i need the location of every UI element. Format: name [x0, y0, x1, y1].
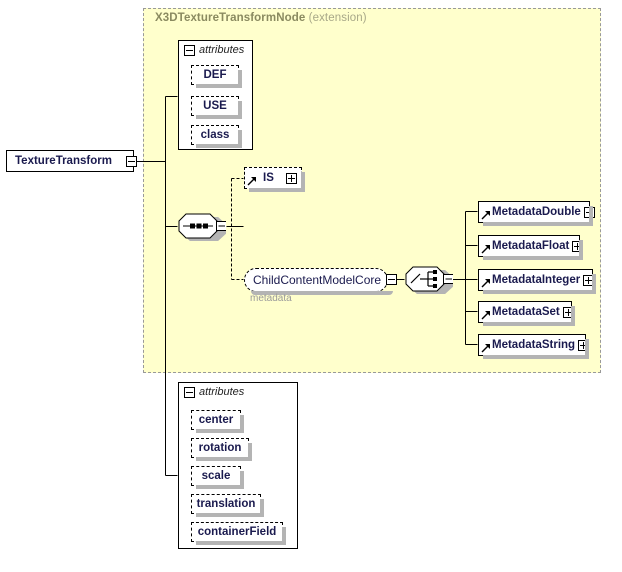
attribute-use[interactable]: USE	[191, 96, 242, 119]
attribute-rotation-label: rotation	[198, 442, 242, 454]
is-element-label: IS	[263, 172, 274, 184]
metadata-element-label: MetadataDouble	[492, 206, 581, 218]
attribute-class-label: class	[200, 129, 230, 141]
inherited-attributes-header-label: attributes	[199, 44, 245, 56]
group-reference-caption: metadata	[250, 293, 292, 304]
element-ref-arrow-icon	[247, 169, 257, 187]
sequence-compositor[interactable]	[178, 213, 226, 241]
metadata-element-label: MetadataFloat	[492, 240, 570, 252]
attribute-center[interactable]: center	[191, 410, 244, 433]
own-attributes-collapse-icon[interactable]	[184, 386, 195, 398]
attribute-scale-label: scale	[201, 470, 231, 482]
choice-compositor[interactable]	[405, 266, 453, 294]
sequence-icon	[178, 213, 226, 239]
attribute-rotation[interactable]: rotation	[191, 438, 252, 461]
attribute-containerfield-label: containerField	[197, 526, 277, 538]
attribute-def-label: DEF	[203, 69, 227, 81]
attribute-center-label: center	[198, 414, 234, 426]
inherited-attributes-header: attributes	[179, 41, 245, 59]
root-element-texturetransform[interactable]: TextureTransform	[6, 150, 137, 175]
group-reference-collapse-icon[interactable]	[386, 274, 397, 285]
extension-kind-label: (extension)	[308, 12, 367, 24]
metadata-element-label: MetadataSet	[492, 306, 560, 318]
attribute-use-label: USE	[203, 100, 227, 112]
metadata-element-metadatadouble[interactable]: MetadataDouble	[478, 201, 595, 226]
own-attributes-header: attributes	[179, 383, 245, 401]
element-ref-arrow-icon	[481, 303, 491, 321]
attribute-containerfield[interactable]: containerField	[191, 522, 286, 545]
is-element-expand-icon[interactable]	[286, 172, 297, 184]
attribute-scale[interactable]: scale	[191, 466, 244, 489]
attribute-translation[interactable]: translation	[191, 494, 264, 517]
attribute-translation-label: translation	[196, 498, 256, 510]
metadata-element-metadatastring[interactable]: MetadataString	[478, 334, 590, 359]
element-ref-arrow-icon	[481, 203, 491, 221]
extension-region-title: X3DTextureTransformNode (extension)	[155, 12, 367, 24]
inherited-attributes-collapse-icon[interactable]	[184, 44, 195, 56]
attribute-class[interactable]: class	[191, 125, 242, 148]
extension-base-type: X3DTextureTransformNode	[155, 12, 306, 24]
root-element-collapse-icon[interactable]	[125, 155, 137, 167]
group-reference-childcontentmodelcore[interactable]: ChildContentModelCore	[244, 268, 393, 295]
is-element[interactable]: IS	[244, 167, 305, 192]
element-ref-arrow-icon	[481, 336, 491, 354]
choice-icon	[405, 266, 453, 292]
element-ref-arrow-icon	[481, 271, 491, 289]
metadata-element-metadatafloat[interactable]: MetadataFloat	[478, 235, 584, 260]
group-reference-label: ChildContentModelCore	[253, 273, 382, 287]
metadata-element-metadatainteger[interactable]: MetadataInteger	[478, 269, 596, 294]
own-attributes-header-label: attributes	[199, 386, 245, 398]
metadata-element-metadataset[interactable]: MetadataSet	[478, 301, 575, 326]
metadata-element-label: MetadataInteger	[492, 274, 581, 286]
attribute-def[interactable]: DEF	[191, 65, 242, 88]
element-ref-arrow-icon	[481, 237, 491, 255]
root-element-label: TextureTransform	[15, 155, 112, 167]
metadata-element-label: MetadataString	[492, 339, 576, 351]
own-attributes-box: attributes	[178, 382, 298, 549]
